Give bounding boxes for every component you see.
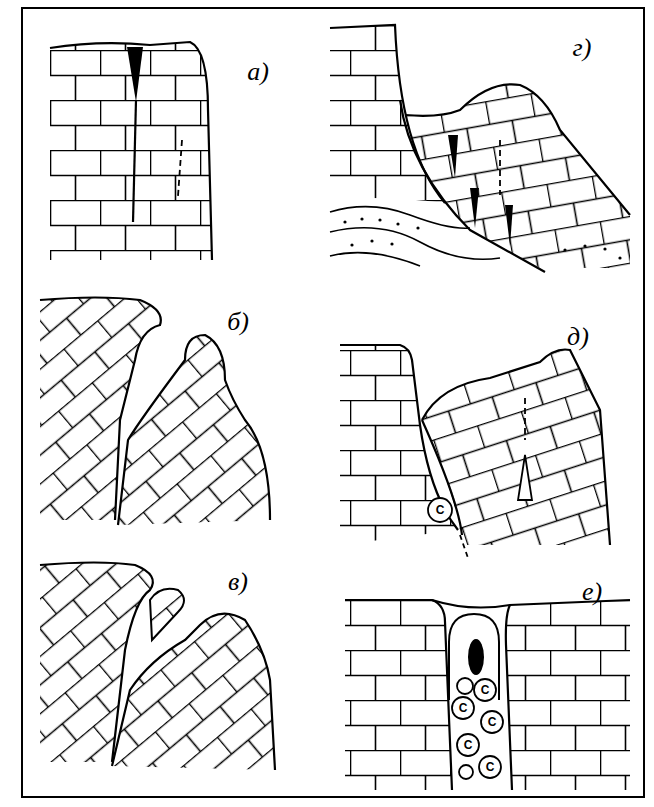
panel-b	[40, 298, 270, 526]
circle-symbol: С	[481, 684, 490, 696]
panel-letter: д)	[567, 324, 589, 350]
panel-g	[330, 25, 630, 272]
panel-letter: б)	[227, 309, 249, 335]
panel-letter: е)	[582, 579, 602, 605]
panel-d	[340, 345, 610, 558]
panel-letter: г)	[573, 35, 592, 61]
circle-symbol: С	[464, 739, 473, 751]
panel-e	[345, 600, 630, 790]
circle-symbol: С	[436, 504, 445, 516]
circle-symbol: С	[488, 716, 497, 728]
panel-a	[50, 42, 212, 260]
circle-symbol: С	[459, 702, 468, 714]
panel-letter: в)	[228, 569, 248, 595]
panel-letter: а)	[247, 59, 269, 85]
circle-symbol: С	[486, 761, 495, 773]
panel-v	[40, 563, 275, 771]
